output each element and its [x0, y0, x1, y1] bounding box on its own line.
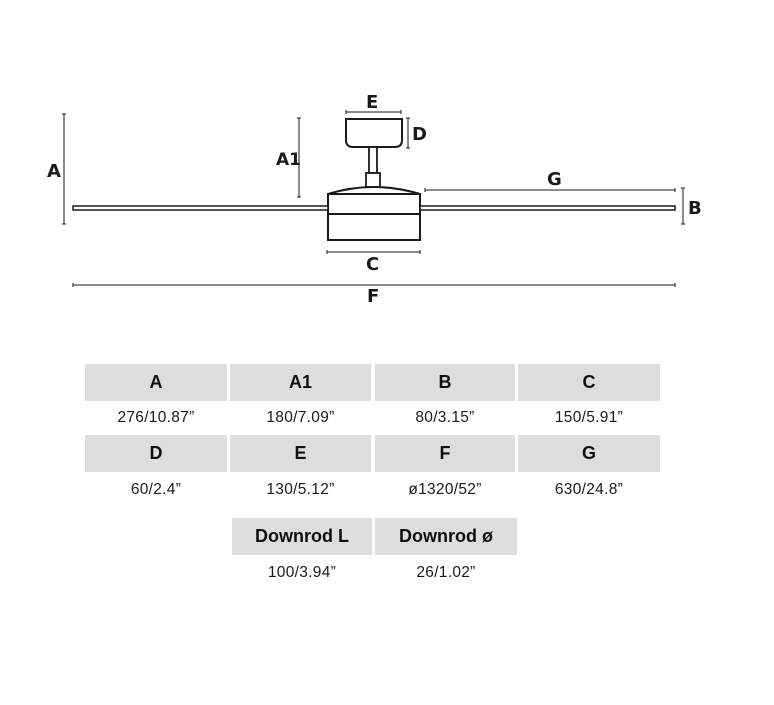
header-f: F [375, 435, 515, 472]
dim-label-c: C [366, 254, 379, 275]
value-g: 630/24.8” [554, 481, 624, 498]
value-downrod-length: 100/3.94” [267, 564, 337, 581]
dim-label-e: E [366, 92, 378, 113]
value-d: 60/2.4” [130, 481, 182, 498]
motor-housing [327, 193, 421, 241]
header-g: G [518, 435, 660, 472]
header-downrod-diameter: Downrod ø [375, 518, 517, 555]
value-a1: 180/7.09” [266, 409, 335, 426]
header-a: A [85, 364, 227, 401]
value-e: 130/5.12” [266, 481, 335, 498]
header-downrod-length: Downrod L [232, 518, 372, 555]
dim-label-d: D [412, 124, 427, 145]
blade-right [419, 205, 676, 211]
dim-label-a: A [47, 161, 61, 182]
dim-label-g: G [547, 169, 562, 190]
value-f: ø1320/52” [408, 481, 482, 498]
header-a1: A1 [230, 364, 371, 401]
value-c: 150/5.91” [554, 409, 624, 426]
motor-cap [327, 186, 421, 195]
header-e: E [230, 435, 371, 472]
dim-label-a1: A1 [276, 150, 301, 170]
header-c: C [518, 364, 660, 401]
canopy [345, 118, 403, 148]
blade-left [72, 205, 329, 211]
value-downrod-diameter: 26/1.02” [416, 564, 476, 581]
fan-dimension-diagram: A A1 E D G B C F [47, 92, 702, 307]
dim-label-f: F [367, 286, 379, 307]
value-b: 80/3.15” [415, 409, 475, 426]
dim-label-b: B [688, 198, 702, 219]
header-d: D [85, 435, 227, 472]
header-b: B [375, 364, 515, 401]
value-a: 276/10.87” [117, 409, 195, 426]
